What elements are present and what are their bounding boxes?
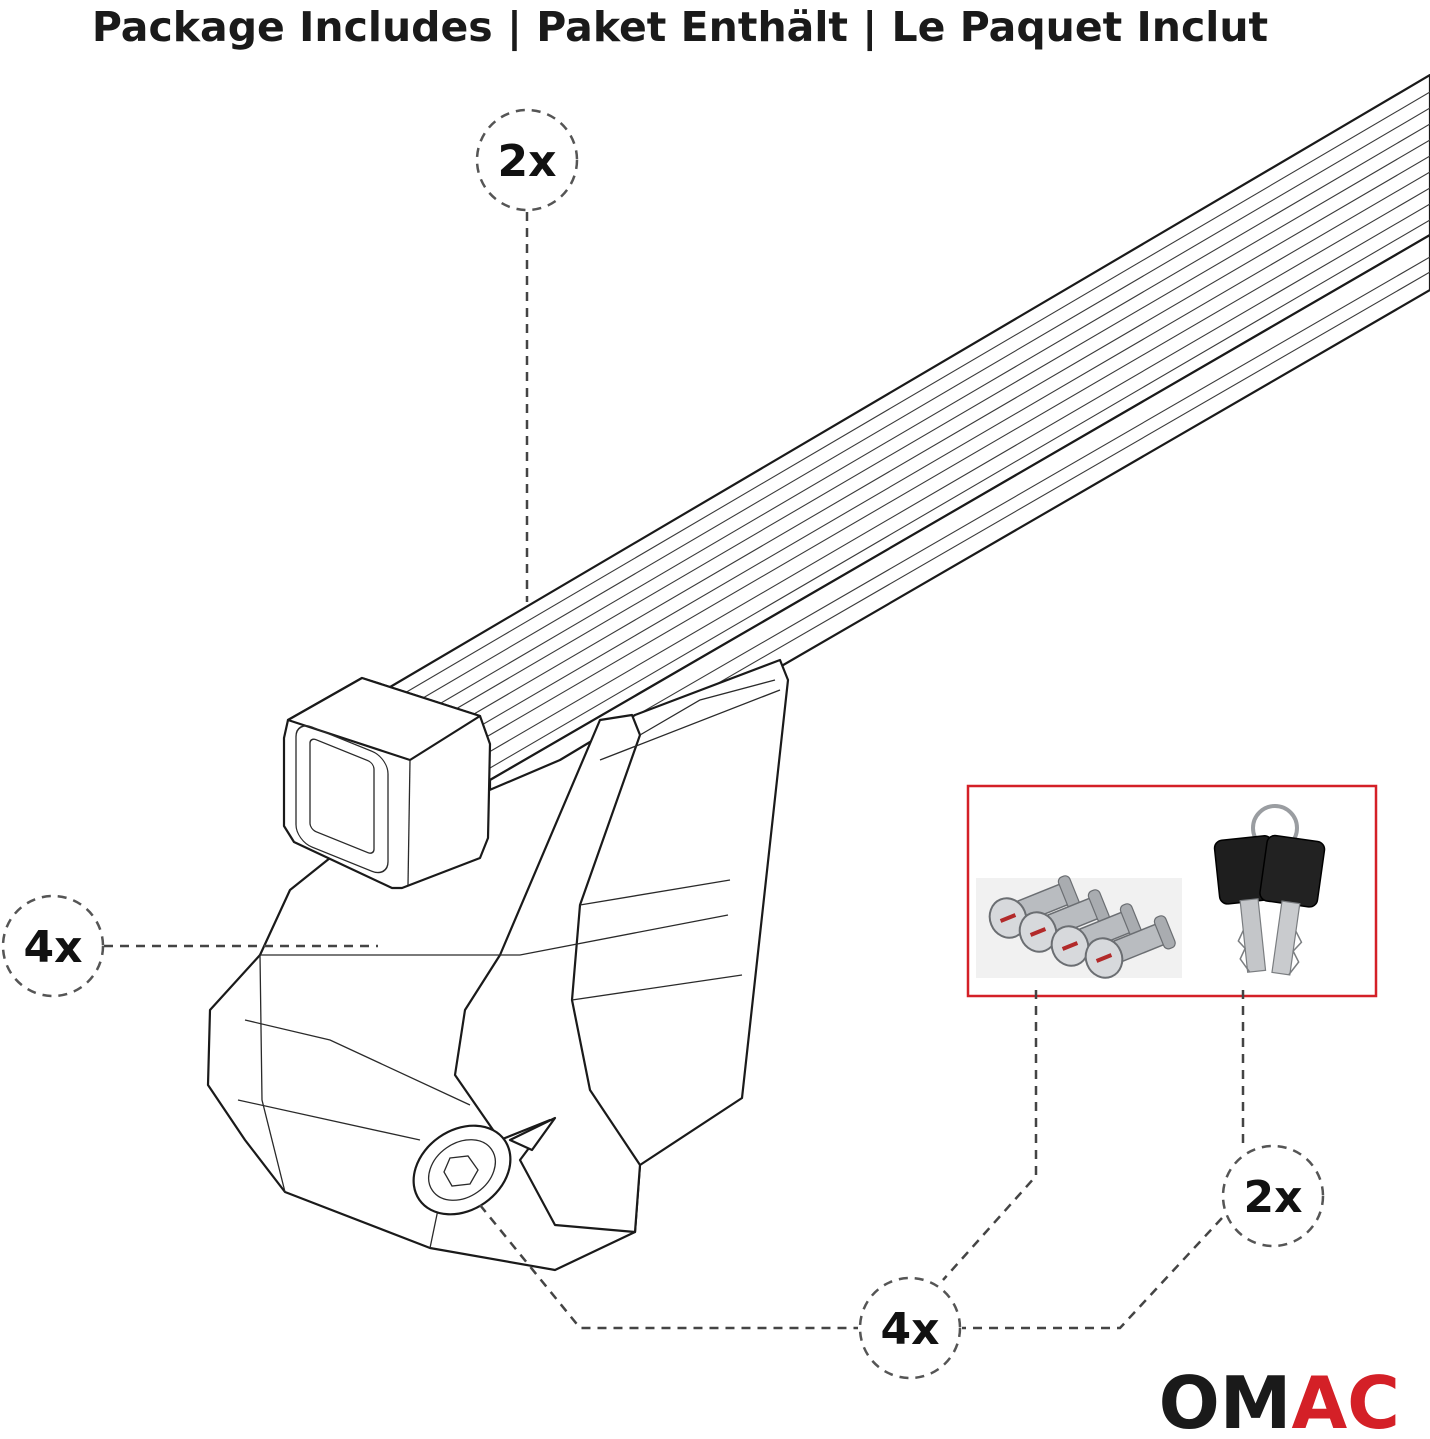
svg-text:OMAC: OMAC	[1159, 1361, 1400, 1439]
lock-cylinder-icon	[988, 875, 1176, 979]
callout-bars: 2x	[475, 108, 579, 212]
leader-lines	[104, 212, 1245, 1330]
foot-clamp-icon	[206, 658, 790, 1272]
svg-text:4x: 4x	[881, 1304, 940, 1355]
svg-text:2x: 2x	[1244, 1172, 1303, 1223]
callout-keys: 2x	[1221, 1144, 1325, 1248]
callout-lock-cylinders: 4x	[858, 1276, 962, 1380]
page-title: Package Includes | Paket Enthält | Le Pa…	[91, 3, 1269, 51]
logo-suffix: AC	[1291, 1361, 1400, 1439]
svg-text:4x: 4x	[24, 922, 83, 973]
brand-logo: OMAC	[1159, 1361, 1400, 1439]
end-cap	[282, 676, 492, 890]
logo-prefix: OM	[1159, 1361, 1292, 1439]
key-icon	[1213, 804, 1326, 976]
callout-feet: 4x	[1, 894, 105, 998]
svg-text:2x: 2x	[498, 136, 557, 187]
